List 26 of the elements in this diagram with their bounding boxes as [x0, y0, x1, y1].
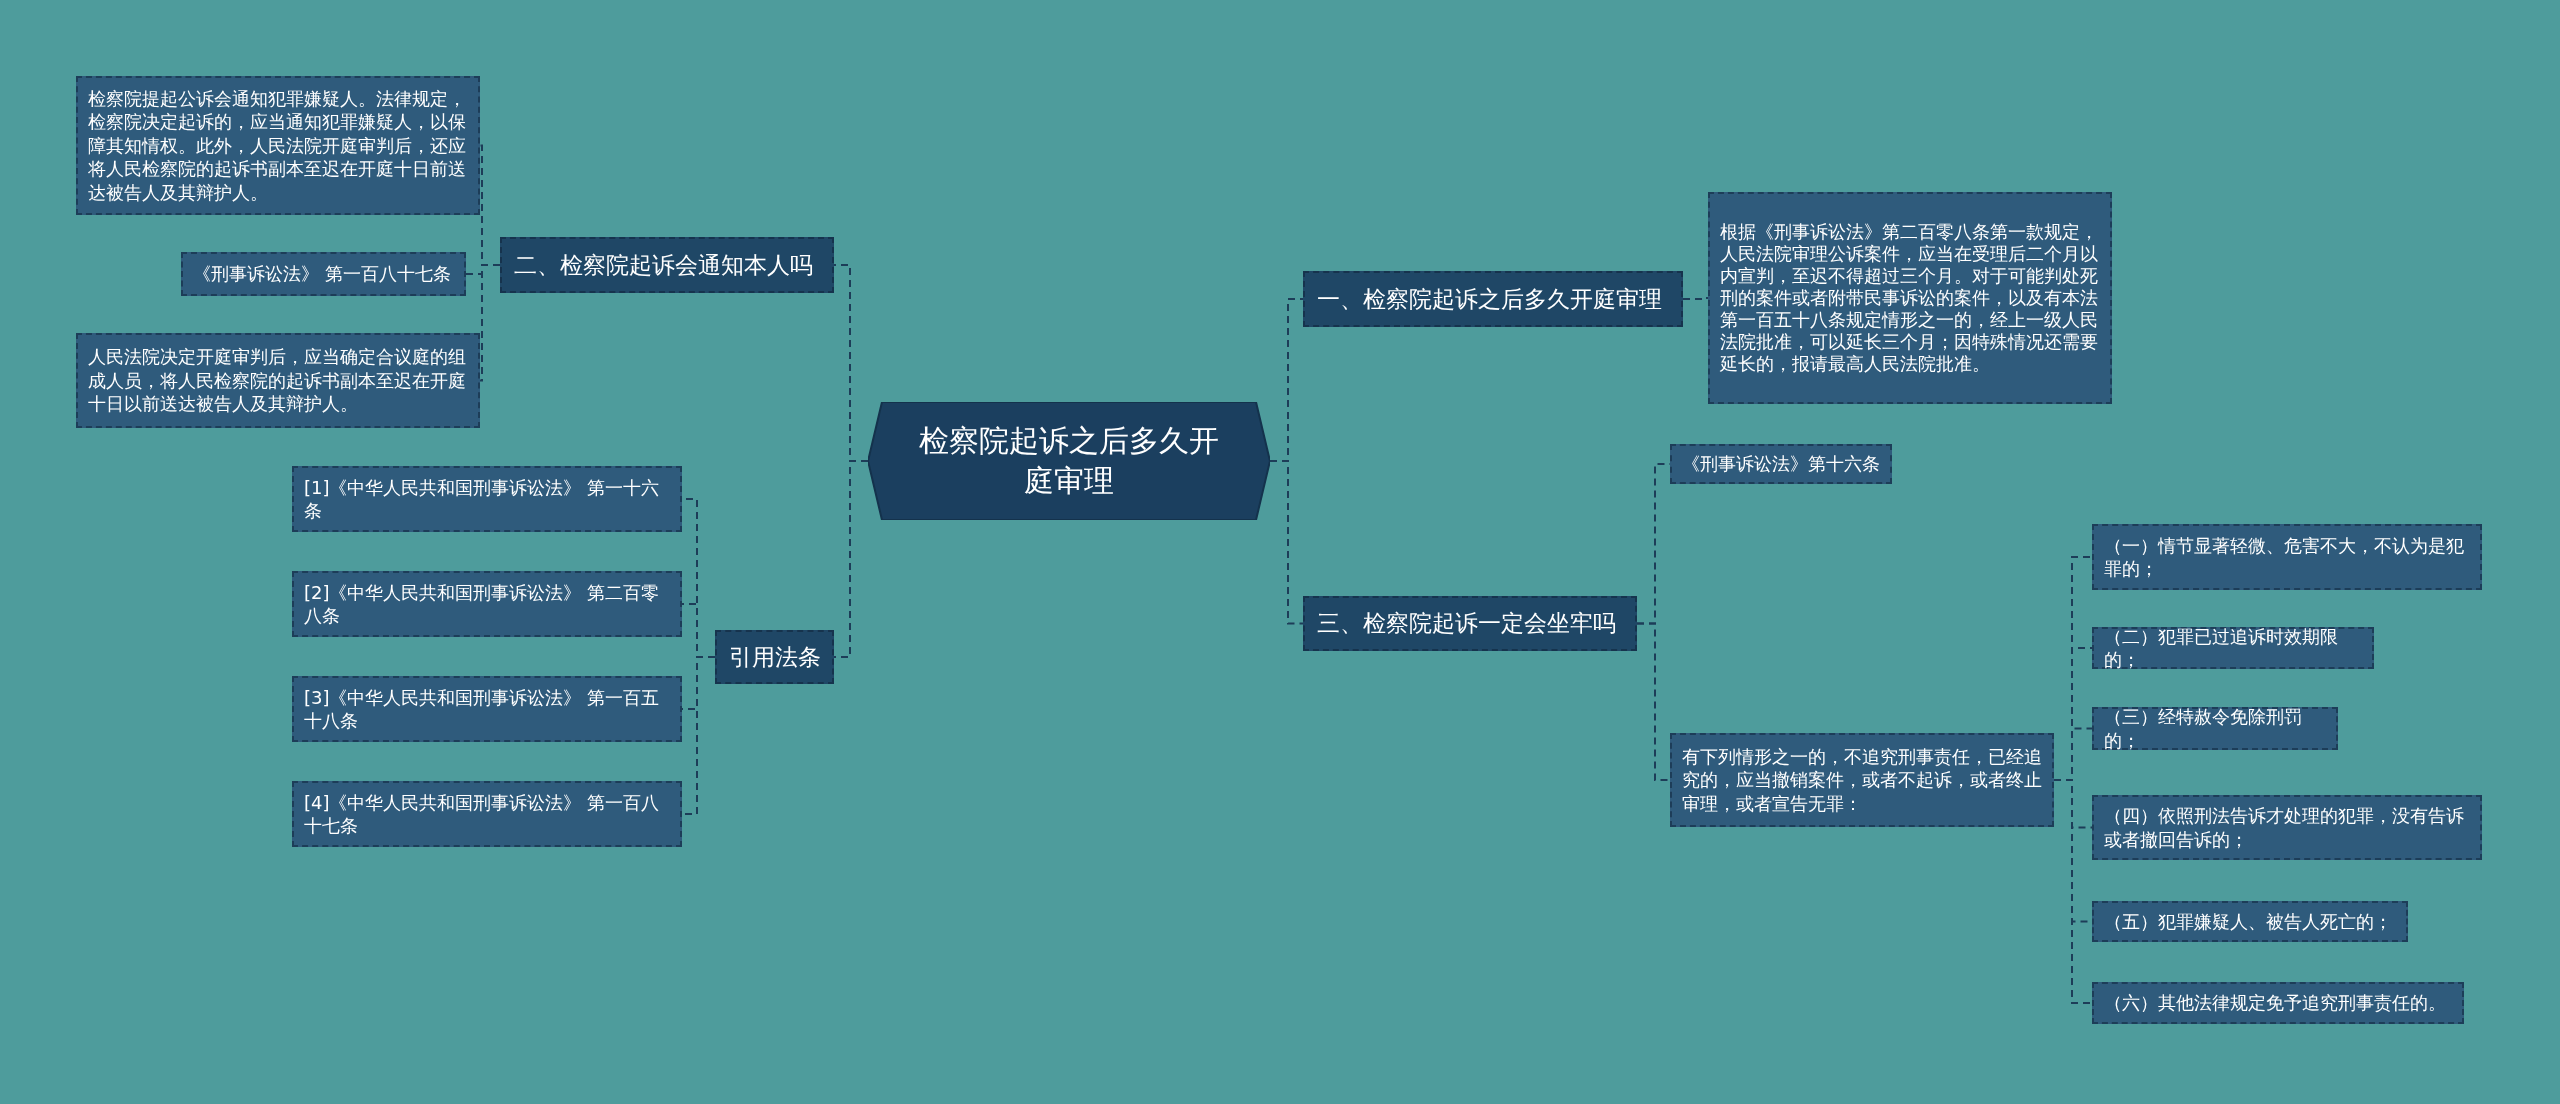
text-box: （二）犯罪已过追诉时效期限的； — [2092, 627, 2374, 669]
text-box: 检察院提起公诉会通知犯罪嫌疑人。法律规定，检察院决定起诉的，应当通知犯罪嫌疑人，以保障其知情权。此外，人民法院开庭审判后，还应将人民检察院的起诉书副本至迟在开庭十日前送达被告人及其辩护人。 — [76, 76, 480, 215]
branch-box: 二、检察院起诉会通知本人吗 — [500, 237, 834, 293]
text-box: [2]《中华人民共和国刑事诉讼法》 第二百零八条 — [292, 571, 682, 637]
text-box: 人民法院决定开庭审判后，应当确定合议庭的组成人员，将人民检察院的起诉书副本至迟在开庭十日以前送达被告人及其辩护人。 — [76, 333, 480, 428]
text-box: （四）依照刑法告诉才处理的犯罪，没有告诉或者撤回告诉的； — [2092, 795, 2482, 860]
connector-line — [1682, 297, 1709, 300]
text-box: 有下列情形之一的，不追究刑事责任，已经追究的，应当撤销案件，或者不起诉，或者终止审理，或者宣告无罪： — [1670, 733, 2054, 827]
branch-box: 三、检察院起诉一定会坐牢吗 — [1303, 596, 1637, 651]
connector-line — [1636, 622, 1671, 781]
branch-box: 引用法条 — [715, 630, 834, 684]
text-box: [4]《中华人民共和国刑事诉讼法》 第一百八十七条 — [292, 781, 682, 847]
text-box: （一）情节显著轻微、危害不大，不认为是犯罪的； — [2092, 524, 2482, 590]
text-box: 根据《刑事诉讼法》第二百零八条第一款规定，人民法院审理公诉案件，应当在受理后二个月以内宣判，至迟不得超过三个月。对于可能判处死刑的案件或者附带民事诉讼的案件，以及有本法第一百五十八条规定情形之一的，经上一级人民法院批准，可以延长三个月；因特殊情况还需要延长的，报请最高人民法院批准。 — [1708, 192, 2112, 404]
branch-box: 一、检察院起诉之后多久开庭审理 — [1303, 271, 1683, 327]
text-box: [3]《中华人民共和国刑事诉讼法》 第一百五十八条 — [292, 676, 682, 742]
text-box: （三）经特赦令免除刑罚的； — [2092, 707, 2338, 750]
connector-line — [2053, 779, 2093, 1004]
text-box: （六）其他法律规定免予追究刑事责任的。 — [2092, 982, 2464, 1024]
text-box: 《刑事诉讼法》 第一百八十七条 — [181, 252, 466, 296]
text-box: （五）犯罪嫌疑人、被告人死亡的； — [2092, 901, 2408, 942]
connector-line — [833, 460, 869, 658]
text-box: [1]《中华人民共和国刑事诉讼法》 第一十六条 — [292, 466, 682, 532]
connector-line — [1269, 460, 1304, 625]
topic-hexagon: 检察院起诉之后多久开庭审理 — [868, 402, 1270, 520]
text-box: 《刑事诉讼法》第十六条 — [1670, 444, 1892, 484]
